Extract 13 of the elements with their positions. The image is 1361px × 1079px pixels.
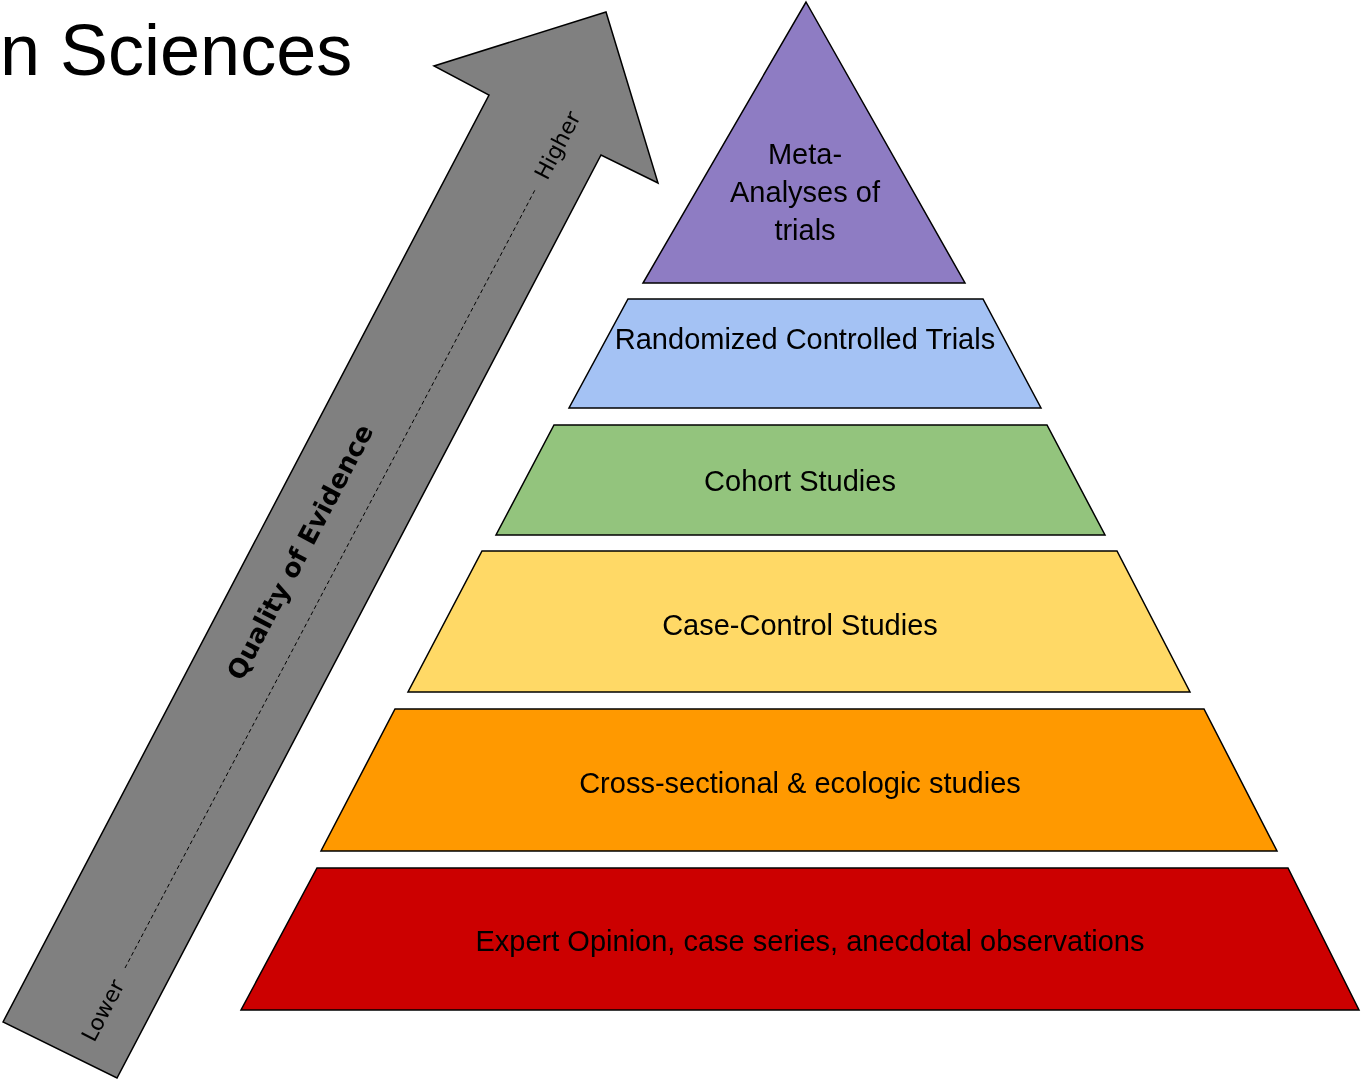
pyramid-apex-triangle	[643, 2, 965, 283]
tier-label: Cohort Studies	[703, 464, 897, 499]
pyramid-tier	[569, 299, 1041, 408]
pyramid-tier	[408, 551, 1190, 692]
pyramid-tier	[241, 868, 1359, 1010]
tier-label: Cross-sectional & ecologic studies	[578, 766, 1022, 801]
tier-label: Expert Opinion, case series, anecdotal observations	[474, 924, 1146, 959]
pyramid-tier	[321, 709, 1277, 851]
tier-label: Case-Control Studies	[661, 608, 939, 643]
tier-label: Randomized Controlled Trials	[613, 322, 997, 357]
page-title: n Sciences	[0, 9, 353, 92]
pyramid-tier	[496, 425, 1105, 535]
tier-label: Meta- Analyses of trials	[729, 137, 881, 248]
